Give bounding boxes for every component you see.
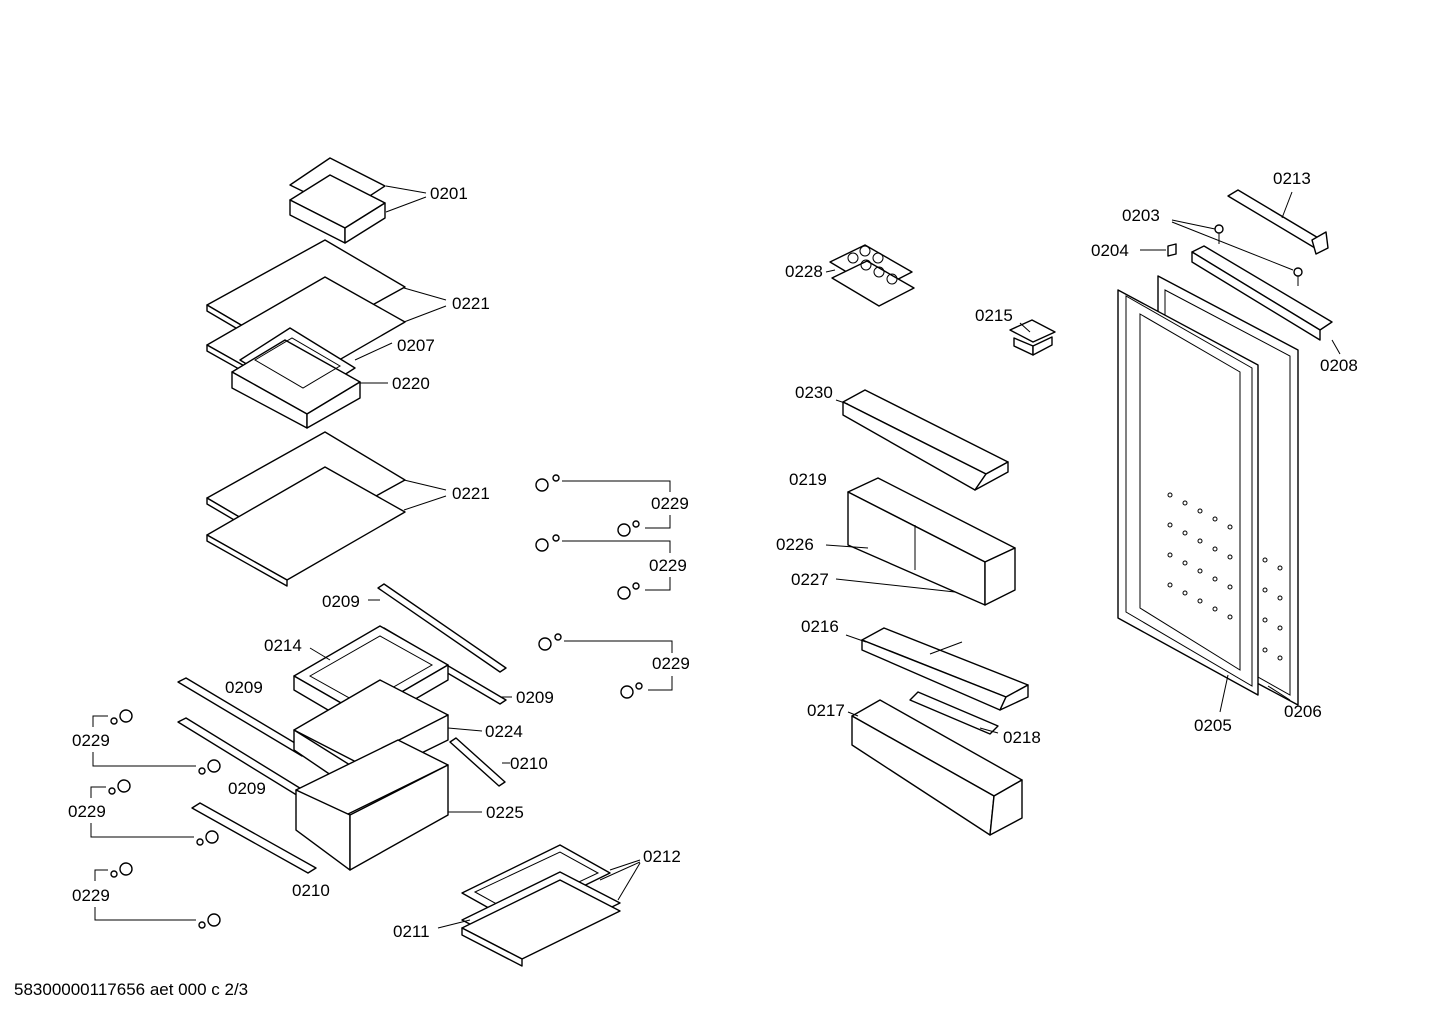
part-0218-bottle-rack [909, 691, 999, 735]
label-0213: 0213 [1273, 169, 1311, 188]
part-0221-glass-shelf-lower [206, 431, 406, 587]
leader-lines-0229-left [90, 715, 196, 921]
label-0209-a: 0209 [322, 592, 360, 611]
leader-lines-right [1140, 191, 1341, 713]
part-0217-large-door-shelf [851, 699, 1023, 836]
label-0209-c: 0209 [516, 688, 554, 707]
label-0216: 0216 [801, 617, 839, 636]
part-0228-egg-tray [829, 244, 915, 307]
label-0230: 0230 [795, 383, 833, 402]
part-0204-clip [1167, 243, 1177, 257]
label-0224: 0224 [485, 722, 523, 741]
leader-lines-0229-right [562, 480, 673, 691]
part-0215-cup [1009, 319, 1056, 356]
label-0205: 0205 [1194, 716, 1232, 735]
part-0208-hinge-plate [1191, 245, 1333, 341]
label-0221-upper: 0221 [452, 294, 490, 313]
label-0221-lower: 0221 [452, 484, 490, 503]
part-0212-grid [461, 844, 621, 967]
label-0214: 0214 [264, 636, 302, 655]
part-0213-handle-bar [1227, 189, 1329, 255]
leader-lines-middle [825, 269, 1031, 734]
label-0229-left-2: 0229 [68, 802, 106, 821]
part-0229-caps-right [535, 474, 643, 699]
label-0229-left-1: 0229 [72, 731, 110, 750]
label-0229-right-1: 0229 [651, 494, 689, 513]
label-0215: 0215 [975, 306, 1013, 325]
label-0220: 0220 [392, 374, 430, 393]
part-0210-rail [191, 737, 506, 874]
leader-lines-left [309, 185, 641, 929]
part-number-labels: 0201 0221 0207 0220 0221 0229 0229 0229 … [68, 169, 1358, 941]
label-0217: 0217 [807, 701, 845, 720]
label-0209-d: 0209 [228, 779, 266, 798]
label-0209-b: 0209 [225, 678, 263, 697]
label-0210-a: 0210 [510, 754, 548, 773]
part-0201-box [289, 157, 386, 244]
label-0206: 0206 [1284, 702, 1322, 721]
part-0220-tray [231, 327, 361, 429]
part-0229-caps-left [108, 709, 221, 929]
door-dimple-pattern [1167, 492, 1283, 661]
label-0208: 0208 [1320, 356, 1358, 375]
part-0209-rails [177, 583, 507, 803]
part-0219-covered-box [847, 477, 1016, 606]
part-0230-door-shelf [842, 389, 1009, 491]
part-0225-crisper [295, 739, 449, 871]
part-0216-door-shelf [861, 627, 1029, 711]
label-0229-left-3: 0229 [72, 886, 110, 905]
label-0203: 0203 [1122, 206, 1160, 225]
part-0205-door-gasket [1117, 289, 1259, 696]
label-0228: 0228 [785, 262, 823, 281]
label-0226: 0226 [776, 535, 814, 554]
label-0201: 0201 [430, 184, 468, 203]
label-0229-right-3: 0229 [652, 654, 690, 673]
label-0211: 0211 [393, 922, 430, 941]
label-0212: 0212 [643, 847, 681, 866]
label-0225: 0225 [486, 803, 524, 822]
label-0219: 0219 [789, 470, 827, 489]
label-0207: 0207 [397, 336, 435, 355]
label-0204: 0204 [1091, 241, 1129, 260]
label-0229-right-2: 0229 [649, 556, 687, 575]
label-0218: 0218 [1003, 728, 1041, 747]
label-0227: 0227 [791, 570, 829, 589]
document-id-footer: 58300000117656 aet 000 c 2/3 [14, 980, 249, 999]
label-0210-b: 0210 [292, 881, 330, 900]
